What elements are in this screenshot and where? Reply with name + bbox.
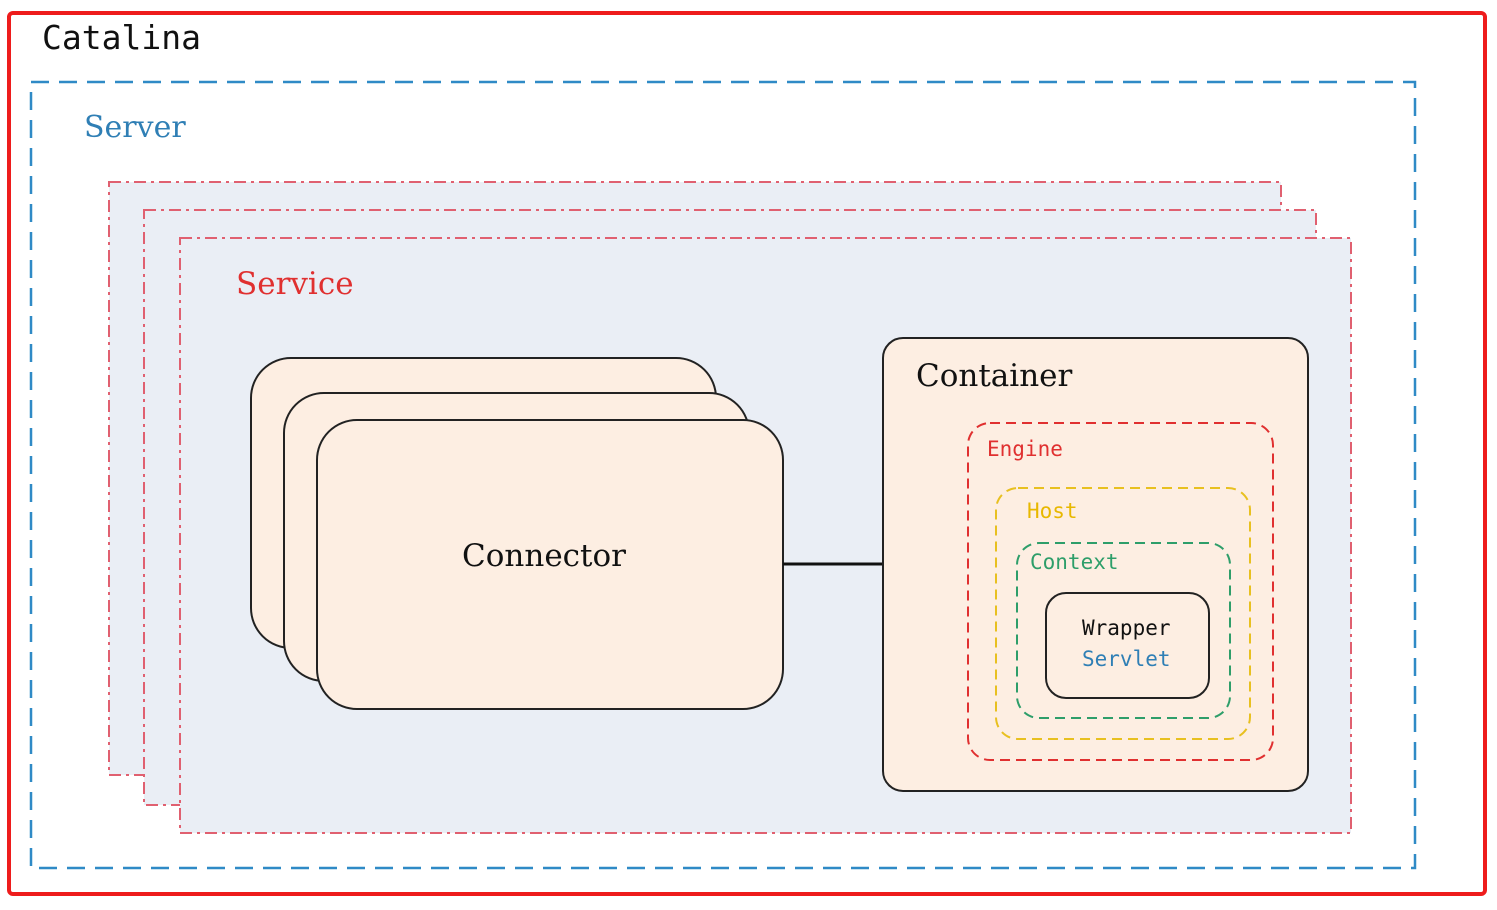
host-frame [995, 487, 1251, 740]
wrapper-box [1045, 592, 1210, 699]
server-label: Server [84, 110, 186, 145]
wrapper-label: Wrapper [1082, 616, 1171, 640]
engine-frame [967, 422, 1274, 761]
server-frame [29, 80, 1417, 870]
engine-label: Engine [987, 437, 1063, 461]
context-frame [1016, 542, 1231, 719]
connector-label: Connector [462, 538, 626, 574]
service-label: Service [236, 266, 354, 302]
host-label: Host [1027, 499, 1078, 523]
servlet-label: Servlet [1082, 647, 1171, 671]
container-label: Container [916, 358, 1073, 394]
catalina-label: Catalina [42, 18, 201, 57]
context-label: Context [1030, 550, 1119, 574]
